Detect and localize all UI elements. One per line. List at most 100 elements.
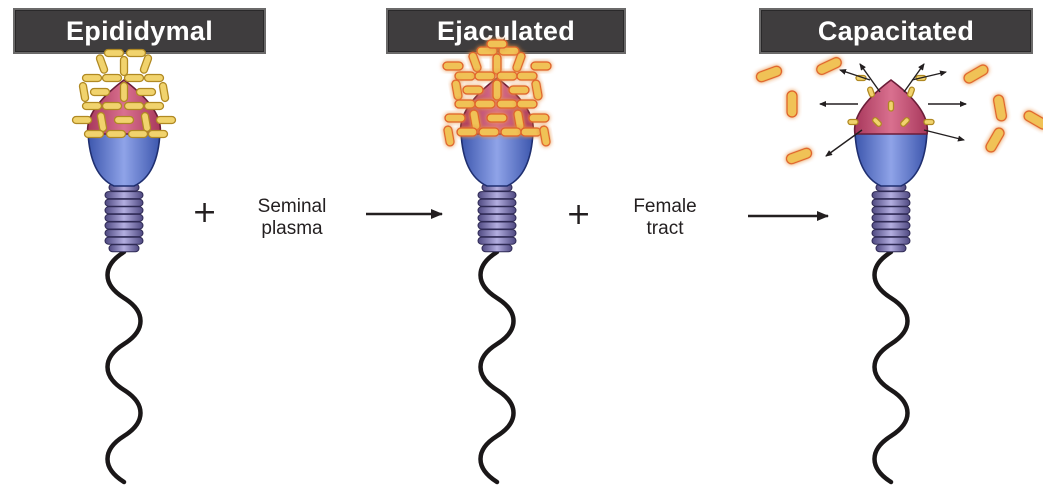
coating-protein: [962, 63, 990, 85]
coating-protein: [1022, 109, 1043, 131]
coating-protein: [91, 89, 110, 96]
coating-protein: [121, 57, 128, 76]
coating-protein: [497, 72, 517, 80]
coating-protein: [105, 50, 124, 57]
coating-protein: [521, 128, 541, 136]
midpiece-ring: [105, 237, 143, 244]
flagellum-tail: [108, 252, 141, 482]
coating-protein: [479, 128, 499, 136]
coating-protein: [487, 40, 507, 48]
coating-protein: [451, 79, 462, 100]
coating-protein: [529, 114, 549, 122]
midpiece-ring: [478, 214, 516, 221]
midpiece-ring: [876, 245, 906, 252]
coating-protein: [501, 128, 521, 136]
coating-protein: [848, 120, 858, 125]
midpiece-ring: [478, 237, 516, 244]
midpiece-ring: [109, 245, 139, 252]
tract-label: tract: [647, 218, 685, 239]
sperm-ejaculated: [443, 40, 551, 482]
midpiece-ring: [478, 192, 516, 199]
coating-protein: [475, 72, 495, 80]
seminal-label: Seminal: [258, 196, 327, 217]
coating-protein: [115, 117, 134, 124]
coating-protein: [539, 125, 550, 146]
plus-sign-2: +: [566, 197, 591, 232]
coating-protein: [145, 75, 164, 82]
coating-protein: [107, 131, 126, 138]
coating-protein: [121, 83, 128, 102]
coating-protein: [103, 75, 122, 82]
midpiece-ring: [105, 207, 143, 214]
midpiece-ring: [478, 230, 516, 237]
coating-protein: [455, 72, 475, 80]
coating-protein: [497, 100, 517, 108]
coating-protein: [463, 86, 483, 94]
coating-protein: [125, 75, 144, 82]
coating-protein: [493, 80, 501, 100]
coating-protein: [455, 100, 475, 108]
plus-sign-1: +: [192, 195, 217, 230]
coating-protein: [787, 91, 797, 117]
coating-protein: [785, 147, 813, 165]
coating-protein: [145, 103, 164, 110]
midpiece-ring: [872, 214, 910, 221]
coating-protein: [157, 117, 176, 124]
coating-protein: [457, 128, 477, 136]
coating-protein: [475, 100, 495, 108]
midpiece-ring: [478, 199, 516, 206]
coating-protein: [149, 131, 168, 138]
coating-protein: [517, 72, 537, 80]
sperm-epididymal: [73, 50, 176, 483]
coating-protein: [889, 101, 894, 111]
coating-protein: [815, 56, 843, 76]
plasma-label: plasma: [261, 218, 323, 239]
midpiece-ring: [105, 230, 143, 237]
coating-protein: [984, 126, 1006, 154]
coating-protein: [159, 82, 169, 102]
flagellum-tail: [875, 252, 908, 482]
midpiece-ring: [482, 245, 512, 252]
midpiece-ring: [105, 199, 143, 206]
coating-protein: [531, 62, 551, 70]
coating-protein: [755, 65, 783, 83]
sperm-head-base: [855, 132, 927, 186]
midpiece-ring: [105, 222, 143, 229]
coating-protein: [103, 103, 122, 110]
midpiece-ring: [105, 192, 143, 199]
midpiece-ring: [872, 222, 910, 229]
coating-protein: [907, 86, 915, 97]
coating-protein: [924, 120, 934, 125]
coating-protein: [125, 103, 144, 110]
midpiece-ring: [478, 207, 516, 214]
coating-protein: [487, 114, 507, 122]
midpiece-ring: [872, 237, 910, 244]
midpiece-ring: [105, 214, 143, 221]
coating-protein: [867, 86, 875, 97]
coating-protein: [85, 131, 104, 138]
sperm-capacitated: [755, 56, 1043, 482]
coating-protein: [137, 89, 156, 96]
midpiece-ring: [872, 230, 910, 237]
midpiece-ring: [872, 199, 910, 206]
sperm-head-base: [88, 132, 160, 186]
female-label: Female: [633, 196, 696, 217]
coating-protein: [443, 125, 454, 146]
coating-protein: [509, 86, 529, 94]
midpiece-ring: [872, 207, 910, 214]
coating-protein: [129, 131, 148, 138]
coating-protein: [517, 100, 537, 108]
coating-protein: [83, 103, 102, 110]
coating-protein: [493, 54, 501, 74]
coating-protein: [83, 75, 102, 82]
coating-protein: [445, 114, 465, 122]
midpiece-ring: [872, 192, 910, 199]
coating-protein: [127, 50, 146, 57]
sperm-head-base: [461, 132, 533, 186]
coating-protein: [993, 94, 1007, 121]
coating-protein: [531, 79, 542, 100]
coating-protein: [79, 82, 89, 102]
coating-protein: [73, 117, 92, 124]
midpiece-ring: [478, 222, 516, 229]
